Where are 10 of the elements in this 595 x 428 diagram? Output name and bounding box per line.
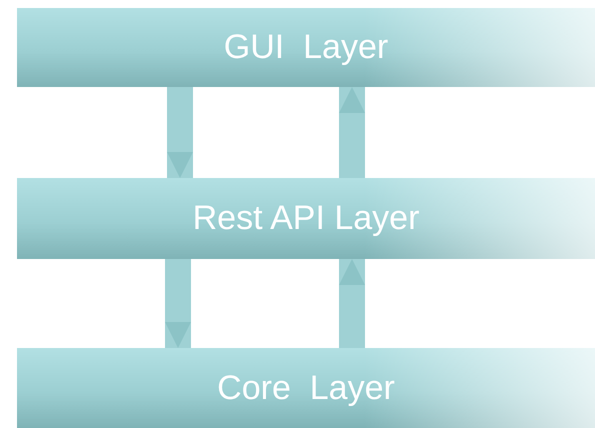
layer-box: [17, 348, 595, 428]
block-arrow: [339, 259, 365, 348]
layer-box: [17, 178, 595, 259]
layer-label: Core Layer: [217, 368, 395, 408]
layer-label: Rest API Layer: [192, 199, 420, 238]
block-arrow: [167, 87, 193, 178]
block-arrow: [165, 259, 191, 348]
layer-box: [17, 8, 595, 87]
layer-label: GUI Layer: [224, 28, 388, 67]
block-arrow: [339, 87, 365, 178]
